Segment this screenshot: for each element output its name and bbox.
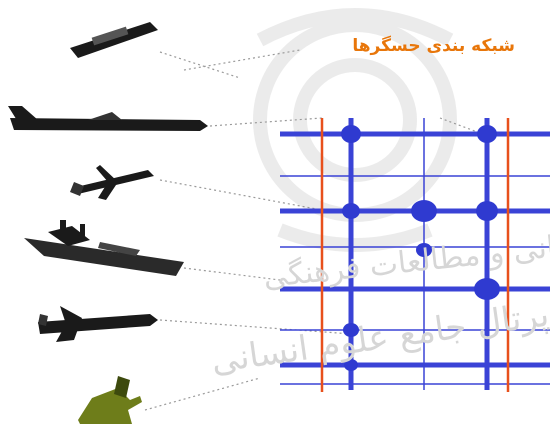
- diagram-title: شبکه بندی حسگرها: [300, 36, 515, 56]
- tank-icon: [78, 376, 142, 424]
- uav-icon: [70, 165, 154, 200]
- aircraft-icon: [8, 106, 208, 131]
- ship-icon: [24, 220, 184, 276]
- satellite-icon: [70, 22, 158, 58]
- fighter-jet-icon: [38, 306, 158, 342]
